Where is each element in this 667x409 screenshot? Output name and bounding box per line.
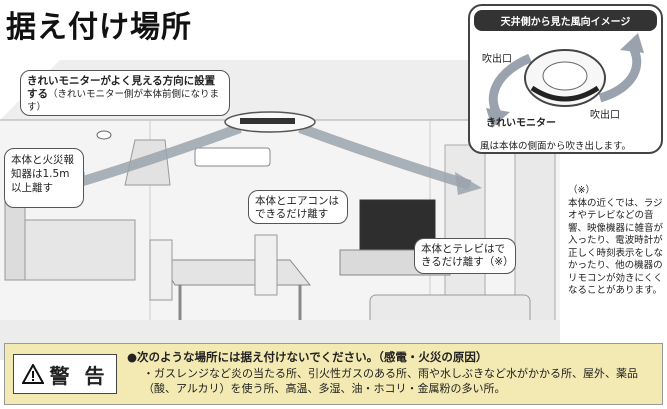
note-mark: （※） [568,185,595,196]
note-text: 本体の近くでは、ラジオやテレビなどの音響、映像機器に雑音が入ったり、電波時計が正… [568,197,664,297]
tv-text: 本体とテレビはできるだけ離す（※） [421,243,514,268]
warning-headline: ●次のような場所には据え付けないでください。（感電・火災の原因） [127,350,488,364]
smoke-detector-icon [96,130,112,140]
inset-diagram [486,33,644,128]
fire-alarm-text: 本体と火災報知器は1.5m 以上離す [11,154,74,194]
airflow-right-arrow [298,123,472,190]
interference-note: （※） 本体の近くでは、ラジオやテレビなどの音響、映像機器に雑音が入ったり、電波… [568,185,663,298]
airflow-inset: 天井側から見た風向イメージ 吹出口 吹出口 きれいモニター 風は本体の側面から吹… [468,4,663,154]
monitor-direction-callout: きれいモニターがよく見える方向に設置する（きれいモニター側が本体前側になります） [20,70,230,116]
fire-alarm-callout: 本体と火災報知器は1.5m 以上離す [4,148,84,208]
tv-callout: 本体とテレビはできるだけ離す（※） [414,238,516,274]
aircon-icon [194,147,271,167]
airflow-left-arrow [68,123,242,190]
page-title: 据え付け場所 [6,10,192,45]
outlet-right-label: 吹出口 [590,110,620,121]
outlet-left-label: 吹出口 [482,54,512,65]
monitor-direction-note: （きれいモニター側が本体前側になります） [27,89,220,113]
warning-badge: 警 告 [13,354,117,394]
aircon-text: 本体とエアコンはできるだけ離す [255,195,339,220]
warning-body: ・ガスレンジなど炎の当たる所、引火性ガスのある所、雨や水しぶきなど水がかかる所、… [143,367,638,395]
monitor-label: きれいモニター [486,118,556,129]
monitor-direction-bold: きれいモニターがよく見える方向に設置する [27,75,216,100]
warning-triangle-icon [21,364,44,384]
warning-box: 警 告 ●次のような場所には据え付けないでください。（感電・火災の原因） ・ガス… [4,343,663,405]
inset-title: 天井側から見た風向イメージ [474,10,657,31]
warning-label: 警 告 [49,363,109,388]
inset-caption: 風は本体の側面から吹き出します。 [480,141,632,152]
aircon-callout: 本体とエアコンはできるだけ離す [248,190,348,224]
